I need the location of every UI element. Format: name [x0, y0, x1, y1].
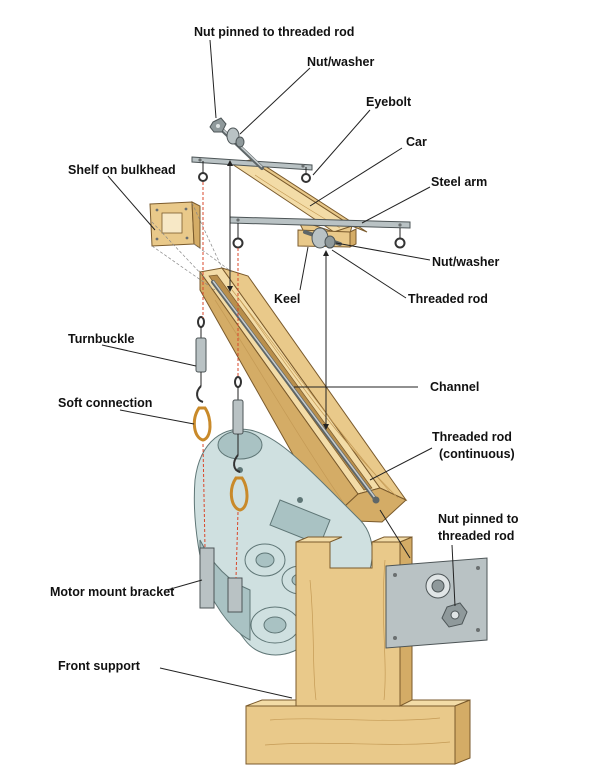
label-nut-washer-lower: Nut/washer	[432, 255, 500, 269]
continuous-threaded-rod	[211, 280, 380, 504]
label-eyebolt: Eyebolt	[366, 95, 412, 109]
label-front-support: Front support	[58, 659, 141, 673]
shelf-on-bulkhead	[149, 201, 201, 249]
label-nut-pinned-top: Nut pinned to threaded rod	[194, 25, 354, 39]
left-turnbuckle	[195, 316, 207, 403]
shelf-projection-lines	[151, 202, 233, 291]
label-threaded-rod-continuous-line2: (continuous)	[439, 447, 515, 461]
callout-labels: Nut pinned to threaded rod Nut/washer Ey…	[50, 25, 519, 673]
label-steel-arm: Steel arm	[431, 175, 487, 189]
label-channel: Channel	[430, 380, 479, 394]
top-nut-pinned	[209, 117, 227, 133]
right-soft-connection	[229, 476, 249, 512]
label-soft-connection: Soft connection	[58, 396, 152, 410]
label-car: Car	[406, 135, 427, 149]
label-keel: Keel	[274, 292, 300, 306]
motor-mount-bracket	[199, 547, 215, 609]
upper-steel-arm	[191, 156, 313, 171]
label-nut-pinned-lower-line2: threaded rod	[438, 529, 514, 543]
label-shelf-on-bulkhead: Shelf on bulkhead	[68, 163, 176, 177]
end-plate	[385, 557, 488, 649]
label-threaded-rod-continuous-line1: Threaded rod	[432, 430, 512, 444]
label-turnbuckle: Turnbuckle	[68, 332, 134, 346]
car-block	[230, 159, 368, 241]
label-nut-pinned-lower-line1: Nut pinned to	[438, 512, 519, 526]
lower-nut-washer	[311, 227, 336, 249]
left-soft-connection	[192, 406, 212, 442]
label-nut-washer-top: Nut/washer	[307, 55, 375, 69]
top-nut-washer	[226, 127, 245, 148]
label-threaded-rod: Threaded rod	[408, 292, 488, 306]
label-motor-mount-bracket: Motor mount bracket	[50, 585, 175, 599]
right-turnbuckle	[232, 376, 244, 473]
alignment-guides	[202, 160, 329, 579]
eyebolts	[198, 161, 406, 249]
leader-lines	[101, 39, 456, 699]
